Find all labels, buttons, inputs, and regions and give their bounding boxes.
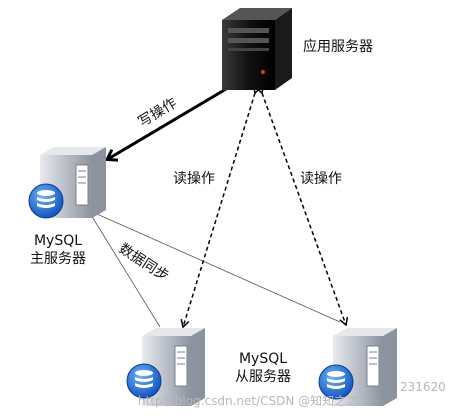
watermark-text: http://blog.csdn.net/CSDN @知知之之 <box>138 394 359 408</box>
read-arrow-left <box>180 84 262 329</box>
master-db-icon <box>28 183 64 219</box>
master-server-icon <box>40 147 106 218</box>
read-arrow-right <box>255 84 349 327</box>
slave-db-left-icon <box>126 363 162 399</box>
read-op-right-label: 读操作 <box>300 171 342 187</box>
read-op-left-label: 读操作 <box>173 171 215 187</box>
master-label-line2: 主服务器 <box>30 251 86 268</box>
slave-server-right-icon <box>333 328 397 406</box>
app-server-label: 应用服务器 <box>303 39 373 55</box>
slave-server-left-icon <box>142 328 205 406</box>
master-server-label: MySQL 主服务器 <box>26 232 90 268</box>
slave-label-line1: MySQL <box>238 351 288 367</box>
master-label-line1: MySQL <box>33 233 83 249</box>
slave-server-label: MySQL 从服务器 <box>228 350 298 386</box>
sync-line-left <box>87 209 161 328</box>
slave-db-right-icon <box>318 364 354 400</box>
app-server-icon <box>222 8 292 90</box>
slave-label-line2: 从服务器 <box>235 369 291 386</box>
watermark-extra: 231620 <box>400 380 446 394</box>
sync-line-right <box>87 209 341 323</box>
